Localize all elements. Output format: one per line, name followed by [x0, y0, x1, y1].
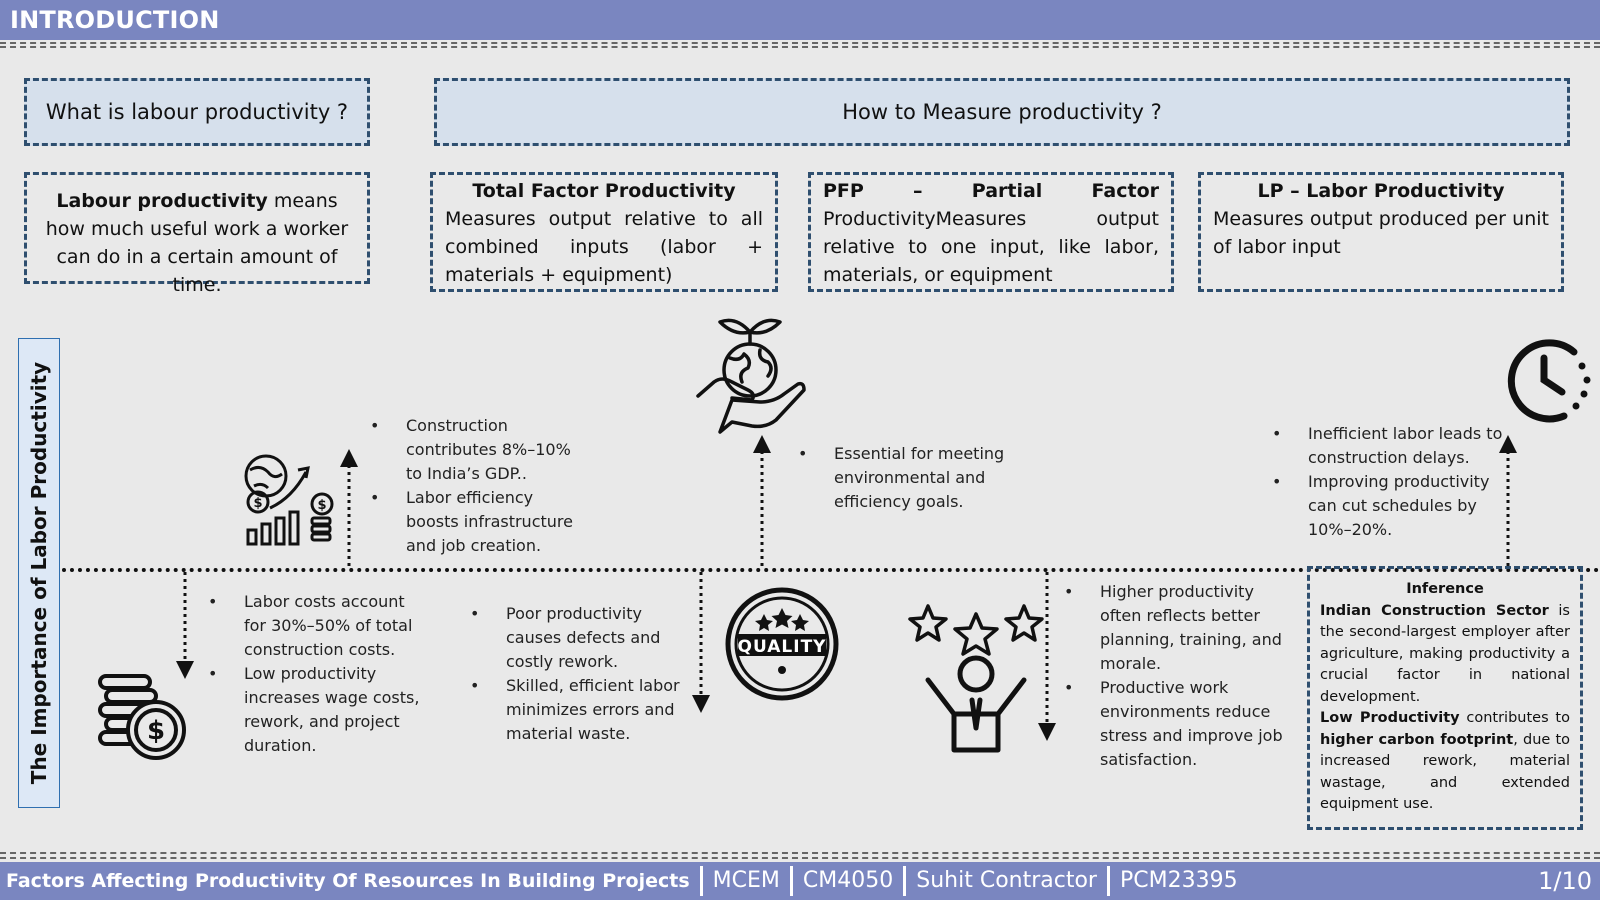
inference-title: Inference — [1406, 581, 1484, 597]
list-item: Low productivity increases wage costs, r… — [208, 662, 430, 758]
delay-points: Inefficient labor leads to construction … — [1272, 422, 1504, 542]
header-divider — [0, 46, 1600, 48]
how-to-measure-box: How to Measure productivity ? — [434, 78, 1570, 146]
slide-title: INTRODUCTION — [10, 6, 220, 34]
definition-term: Labour productivity — [56, 190, 268, 212]
lp-box: LP – Labor Productivity Measures output … — [1198, 172, 1564, 292]
pfp-title: PFP – Partial Factor — [823, 180, 1159, 202]
inference-text: , due to increased rework, material wast… — [1320, 731, 1570, 813]
quality-badge-icon: QUALITY — [725, 587, 839, 701]
pfp-box: PFP – Partial Factor ProductivityMeasure… — [808, 172, 1174, 292]
list-item: Essential for meeting environmental and … — [798, 442, 1008, 514]
inference-term: Low Productivity — [1320, 710, 1460, 726]
coins-dollar-icon: $ — [98, 674, 186, 760]
footer-project-title: Factors Affecting Productivity Of Resour… — [0, 866, 703, 896]
timeline-line — [62, 568, 1600, 572]
svg-text:$: $ — [253, 496, 262, 511]
inference-box: Inference Indian Construction Sector is … — [1307, 566, 1583, 830]
inference-term: higher carbon footprint — [1320, 731, 1514, 748]
list-item: Construction contributes 8%–10% to India… — [370, 414, 590, 486]
tfp-title: Total Factor Productivity — [472, 180, 736, 202]
what-is-question-box: What is labour productivity ? — [24, 78, 370, 146]
inference-term: Indian Construction Sector — [1320, 602, 1549, 619]
clock-icon — [1507, 339, 1591, 423]
list-item: Higher productivity often reflects bette… — [1064, 580, 1296, 676]
footer-divider — [0, 852, 1600, 854]
tfp-box: Total Factor Productivity Measures outpu… — [430, 172, 778, 292]
svg-text:$: $ — [317, 498, 326, 513]
gdp-points: Construction contributes 8%–10% to India… — [370, 414, 590, 558]
footer-program: MCEM — [703, 866, 793, 896]
header-bar: INTRODUCTION — [0, 0, 1600, 40]
footer-bar: Factors Affecting Productivity Of Resour… — [0, 862, 1600, 900]
stars-person-icon — [908, 604, 1044, 753]
lp-title: LP – Labor Productivity — [1257, 180, 1505, 202]
list-item: Inefficient labor leads to construction … — [1272, 422, 1504, 470]
list-item: Labor costs account for 30%–50% of total… — [208, 590, 430, 662]
inference-paragraph-1: Indian Construction Sector is the second… — [1320, 601, 1570, 709]
quality-badge-text: QUALITY — [738, 637, 827, 657]
list-item: Labor efficiency boosts infrastructure a… — [370, 486, 590, 558]
env-points: Essential for meeting environmental and … — [798, 442, 1008, 514]
earth-in-hand-icon — [696, 318, 806, 434]
what-is-question: What is labour productivity ? — [45, 100, 349, 124]
header-divider — [0, 42, 1600, 44]
list-item: Poor productivity causes defects and cos… — [470, 602, 696, 674]
how-to-measure-question: How to Measure productivity ? — [842, 100, 1162, 124]
page-number: 1/10 — [1538, 867, 1592, 895]
quality-points: Poor productivity causes defects and cos… — [470, 602, 696, 746]
tfp-text: Measures output relative to all combined… — [445, 208, 763, 286]
definition-text: means how much useful work a worker can … — [45, 190, 349, 296]
pfp-text: ProductivityMeasures output relative to … — [823, 208, 1159, 286]
inference-text: is the second-largest employer after agr… — [1320, 602, 1570, 705]
footer-student-id: PCM23395 — [1119, 868, 1238, 893]
list-item: Skilled, efficient labor minimizes error… — [470, 674, 696, 746]
morale-points: Higher productivity often reflects bette… — [1064, 580, 1296, 772]
list-item: Improving productivity can cut schedules… — [1272, 470, 1504, 542]
footer-divider — [0, 857, 1600, 859]
footer-course: CM4050 — [793, 866, 907, 896]
definition-box: Labour productivity means how much usefu… — [24, 172, 370, 296]
footer-author: Suhit Contractor — [906, 866, 1110, 896]
cost-points: Labor costs account for 30%–50% of total… — [208, 590, 430, 758]
side-label-panel: The Importance of Labor Productivity — [18, 338, 60, 808]
lp-text: Measures output produced per unit of lab… — [1213, 208, 1549, 258]
list-item: Productive work environments reduce stre… — [1064, 676, 1296, 772]
inference-text: contributes to — [1459, 710, 1570, 726]
inference-paragraph-2: Low Productivity contributes to higher c… — [1320, 708, 1570, 816]
globe-growth-money-icon: $ $ — [244, 454, 334, 546]
svg-text:$: $ — [147, 716, 165, 746]
